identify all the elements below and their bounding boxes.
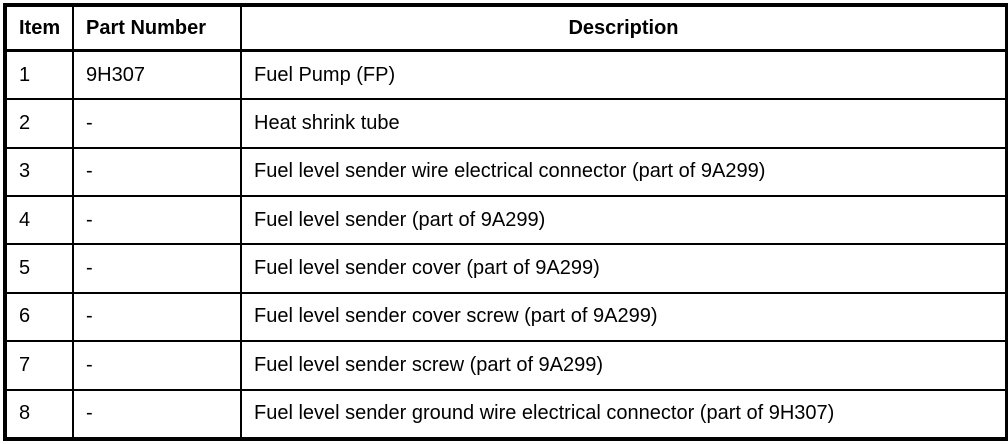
- table-row: 6 - Fuel level sender cover screw (part …: [4, 291, 1008, 343]
- header-part-number: Part Number: [72, 4, 242, 52]
- parts-table-body: 1 9H307 Fuel Pump (FP) 2 - Heat shrink t…: [4, 49, 1008, 441]
- table-row: 5 - Fuel level sender cover (part of 9A2…: [4, 243, 1008, 294]
- cell-part-number: -: [72, 98, 242, 149]
- table-row: 2 - Heat shrink tube: [4, 98, 1008, 149]
- parts-table-header: Item Part Number Description: [4, 4, 1008, 52]
- cell-part-number: -: [72, 195, 242, 246]
- header-item: Item: [4, 4, 74, 52]
- cell-part-number: 9H307: [72, 49, 242, 101]
- cell-description: Fuel level sender screw (part of 9A299): [240, 340, 1008, 391]
- cell-item: 8: [4, 388, 74, 441]
- cell-description: Fuel level sender wire electrical connec…: [240, 146, 1008, 198]
- cell-part-number: -: [72, 243, 242, 294]
- cell-description: Fuel level sender cover screw (part of 9…: [240, 291, 1008, 343]
- cell-description: Fuel level sender cover (part of 9A299): [240, 243, 1008, 294]
- cell-item: 1: [4, 49, 74, 101]
- table-row: 3 - Fuel level sender wire electrical co…: [4, 146, 1008, 198]
- cell-description: Fuel Pump (FP): [240, 49, 1008, 101]
- cell-description: Fuel level sender (part of 9A299): [240, 195, 1008, 246]
- cell-item: 4: [4, 195, 74, 246]
- cell-item: 7: [4, 340, 74, 391]
- cell-item: 3: [4, 146, 74, 198]
- cell-description: Fuel level sender ground wire electrical…: [240, 388, 1008, 441]
- cell-item: 2: [4, 98, 74, 149]
- cell-item: 5: [4, 243, 74, 294]
- cell-part-number: -: [72, 146, 242, 198]
- cell-description: Heat shrink tube: [240, 98, 1008, 149]
- cell-part-number: -: [72, 388, 242, 441]
- cell-part-number: -: [72, 340, 242, 391]
- header-row: Item Part Number Description: [4, 4, 1008, 52]
- table-row: 4 - Fuel level sender (part of 9A299): [4, 195, 1008, 246]
- header-description: Description: [240, 4, 1008, 52]
- cell-item: 6: [4, 291, 74, 343]
- cell-part-number: -: [72, 291, 242, 343]
- table-row: 1 9H307 Fuel Pump (FP): [4, 49, 1008, 101]
- table-row: 8 - Fuel level sender ground wire electr…: [4, 388, 1008, 441]
- table-row: 7 - Fuel level sender screw (part of 9A2…: [4, 340, 1008, 391]
- parts-table: Item Part Number Description 1 9H307 Fue…: [3, 3, 1008, 441]
